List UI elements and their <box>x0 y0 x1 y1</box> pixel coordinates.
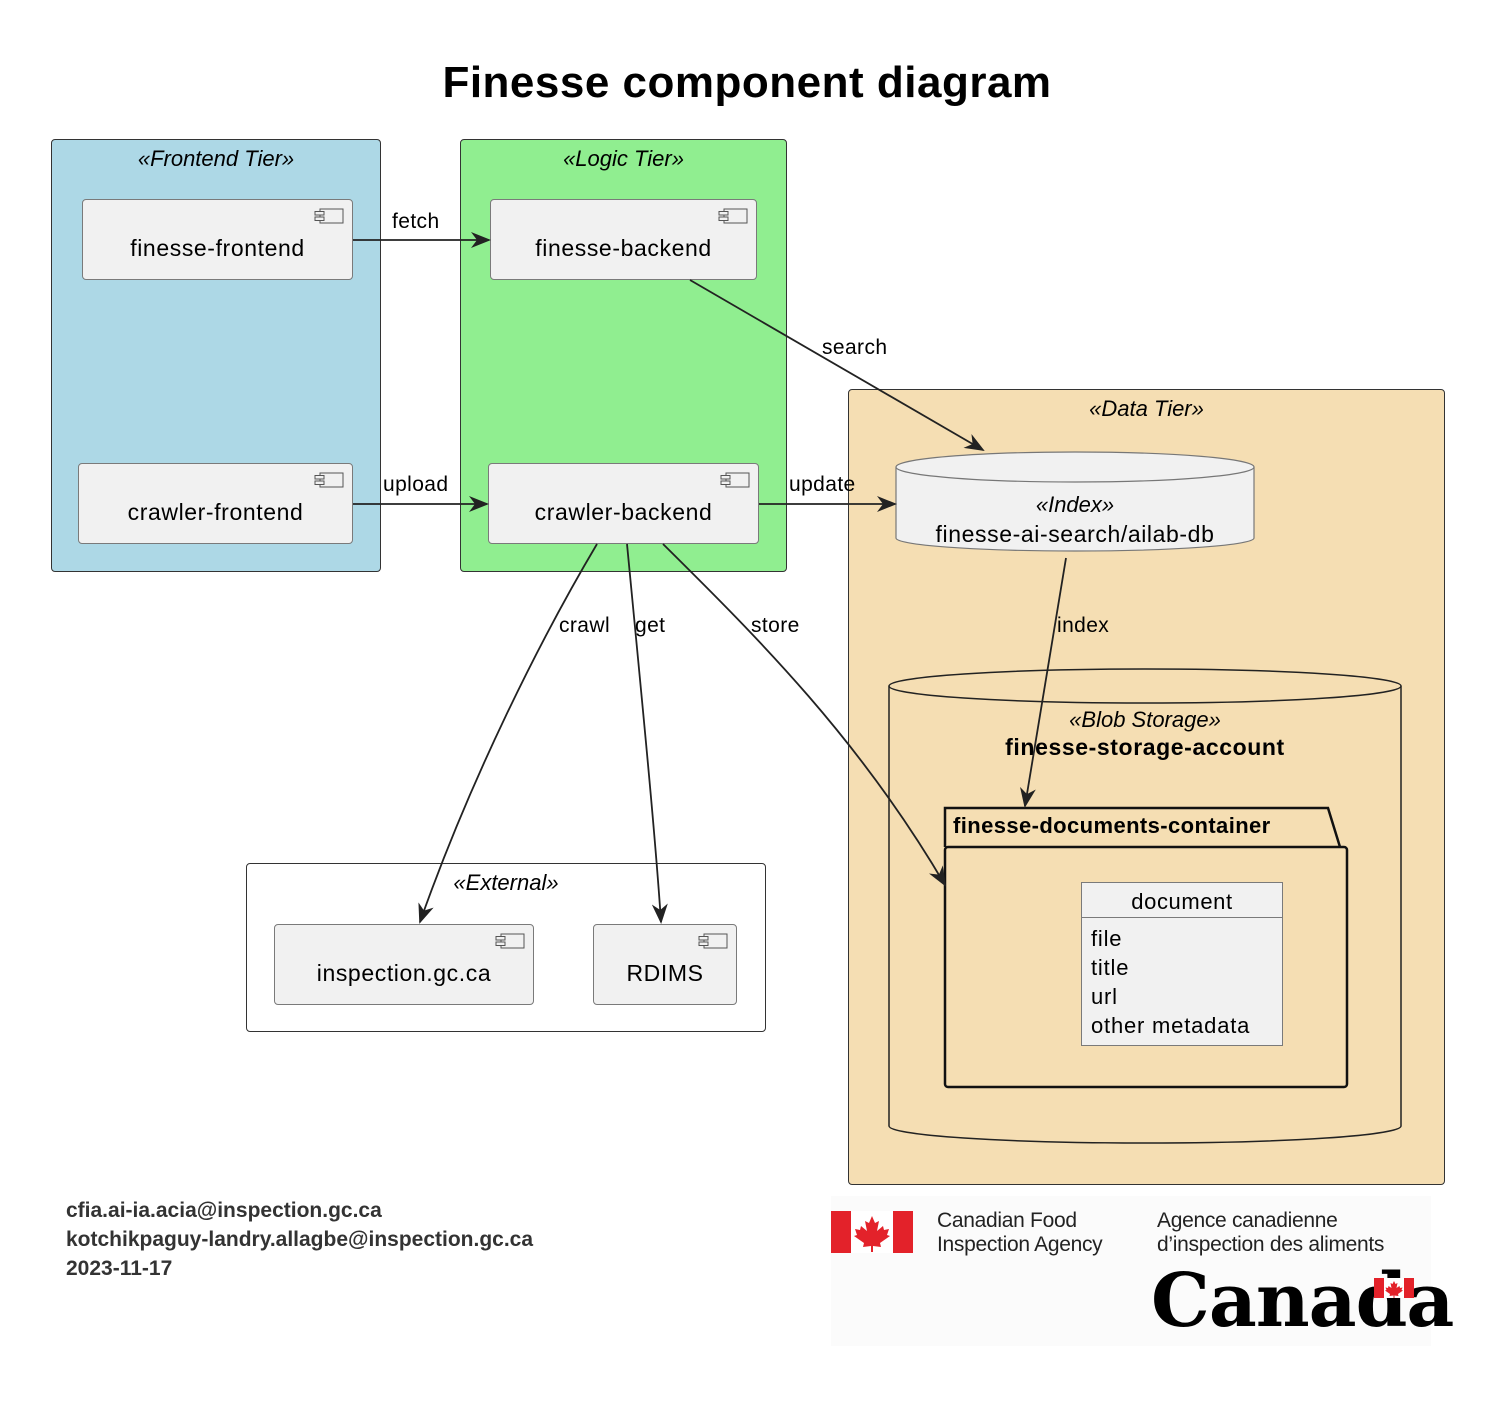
index-name: finesse-ai-search/ailab-db <box>935 521 1215 547</box>
footer-contact: cfia.ai-ia.acia@inspection.gc.ca kotchik… <box>66 1196 533 1283</box>
inspection-label: inspection.gc.ca <box>316 960 492 986</box>
index-label: index <box>1057 614 1110 637</box>
cfia-english-name: Canadian Food Inspection Agency <box>937 1209 1103 1257</box>
component-icon <box>718 208 748 224</box>
storage-stereotype: «Blob Storage» <box>1069 707 1221 732</box>
document-entity[interactable]: document file title url other metadata <box>1081 882 1283 1046</box>
finesse-frontend-component[interactable]: finesse-frontend <box>82 199 353 280</box>
cfia-logo: Canadian Food Inspection Agency Agence c… <box>831 1196 1454 1346</box>
logic-tier-label: «Logic Tier» <box>563 146 684 171</box>
wordmark-flag-icon <box>1374 1278 1414 1298</box>
finesse-frontend-label: finesse-frontend <box>130 235 305 261</box>
finesse-backend-label: finesse-backend <box>535 235 712 261</box>
cfia-en-line-1: Canadian Food <box>937 1209 1077 1232</box>
rdims-component[interactable]: RDIMS <box>593 924 737 1005</box>
document-field: url <box>1091 984 1118 1009</box>
get-label: get <box>635 614 666 637</box>
canada-flag-icon <box>831 1211 913 1253</box>
upload-label: upload <box>383 473 449 496</box>
document-field: other metadata <box>1091 1013 1251 1038</box>
cfia-fr-line-1: Agence canadienne <box>1157 1209 1338 1232</box>
crawl-label: crawl <box>559 614 611 637</box>
crawler-backend-component[interactable]: crawler-backend <box>488 463 759 544</box>
container-name: finesse-documents-container <box>953 813 1271 838</box>
crawler-frontend-component[interactable]: crawler-frontend <box>78 463 353 544</box>
canada-wordmark: Canada <box>1151 1258 1454 1344</box>
diagram-title: Finesse component diagram <box>442 58 1052 107</box>
crawler-frontend-label: crawler-frontend <box>127 499 304 525</box>
component-icon <box>495 933 525 949</box>
index-stereotype: «Index» <box>1035 492 1115 517</box>
cfia-french-name: Agence canadienne d’inspection des alime… <box>1157 1209 1384 1257</box>
index-cylinder <box>895 451 1255 552</box>
document-header: document <box>1082 883 1282 918</box>
component-icon <box>720 472 750 488</box>
inspection-component[interactable]: inspection.gc.ca <box>274 924 534 1005</box>
footer-date: 2023-11-17 <box>66 1257 173 1280</box>
search-label: search <box>822 336 888 359</box>
footer-email-2[interactable]: kotchikpaguy-landry.allagbe@inspection.g… <box>66 1228 534 1251</box>
component-icon <box>314 208 344 224</box>
crawler-backend-label: crawler-backend <box>534 499 713 525</box>
component-icon <box>314 472 344 488</box>
fetch-label: fetch <box>392 210 440 233</box>
document-field: file <box>1091 926 1123 951</box>
frontend-tier-label: «Frontend Tier» <box>137 146 295 171</box>
cfia-fr-line-2: d’inspection des aliments <box>1157 1233 1385 1256</box>
rdims-label: RDIMS <box>626 960 704 986</box>
data-tier-label: «Data Tier» <box>1089 396 1204 421</box>
store-label: store <box>751 614 800 637</box>
cfia-en-line-2: Inspection Agency <box>937 1233 1103 1256</box>
finesse-backend-component[interactable]: finesse-backend <box>490 199 757 280</box>
document-field: title <box>1091 955 1130 980</box>
component-icon <box>698 933 728 949</box>
storage-name: finesse-storage-account <box>1005 734 1285 760</box>
update-label: update <box>789 473 856 496</box>
footer-email-1[interactable]: cfia.ai-ia.acia@inspection.gc.ca <box>66 1199 382 1222</box>
